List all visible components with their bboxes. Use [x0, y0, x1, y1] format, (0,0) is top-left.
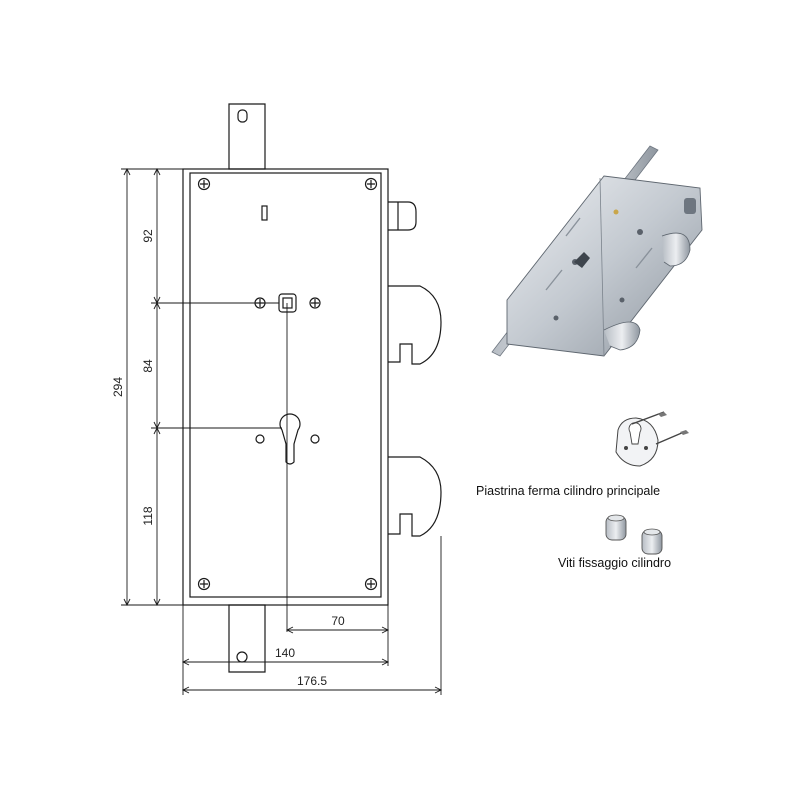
caption-cylinder-plate: Piastrina ferma cilindro principale: [476, 484, 661, 498]
bottom-tab-hole: [236, 651, 248, 663]
screw-top-left: [197, 177, 211, 191]
indicator-slot: [261, 205, 268, 221]
lock-product-illustration: [491, 145, 703, 357]
dim-label-70: 70: [331, 614, 345, 628]
cylinder-group: [255, 413, 320, 465]
spindle-screw-right: [309, 297, 321, 309]
dim-label-294: 294: [111, 377, 125, 397]
lower-hook-bolt: [388, 456, 442, 537]
top-tab-slot: [237, 109, 248, 123]
dim-label-140: 140: [275, 646, 295, 660]
side-bolt: [388, 201, 417, 231]
spindle-square: [278, 293, 297, 313]
cylinder-hole-left: [255, 434, 265, 444]
cylinder-plate-illustration: [615, 411, 689, 467]
dim-label-92: 92: [141, 229, 155, 243]
dim-label-176-5: 176.5: [297, 674, 327, 688]
bottom-faceplate-tab: [228, 604, 266, 673]
cylinder-screws-illustration: [605, 514, 663, 555]
corner-screws: [197, 177, 378, 591]
europrofile-keyhole: [279, 413, 301, 465]
caption-cylinder-screws: Viti fissaggio cilindro: [558, 556, 672, 570]
lock-case-inner: [189, 172, 382, 598]
upper-hook-bolt: [388, 285, 442, 365]
screw-bottom-right: [364, 577, 378, 591]
dimension-lines: [121, 167, 443, 695]
lock-body-drawing: [182, 103, 442, 673]
dim-label-84: 84: [141, 359, 155, 373]
screw-top-right: [364, 177, 378, 191]
cylinder-hole-right: [310, 434, 320, 444]
screw-bottom-left: [197, 577, 211, 591]
lock-case-outer: [182, 168, 389, 606]
dim-label-118: 118: [141, 506, 155, 525]
